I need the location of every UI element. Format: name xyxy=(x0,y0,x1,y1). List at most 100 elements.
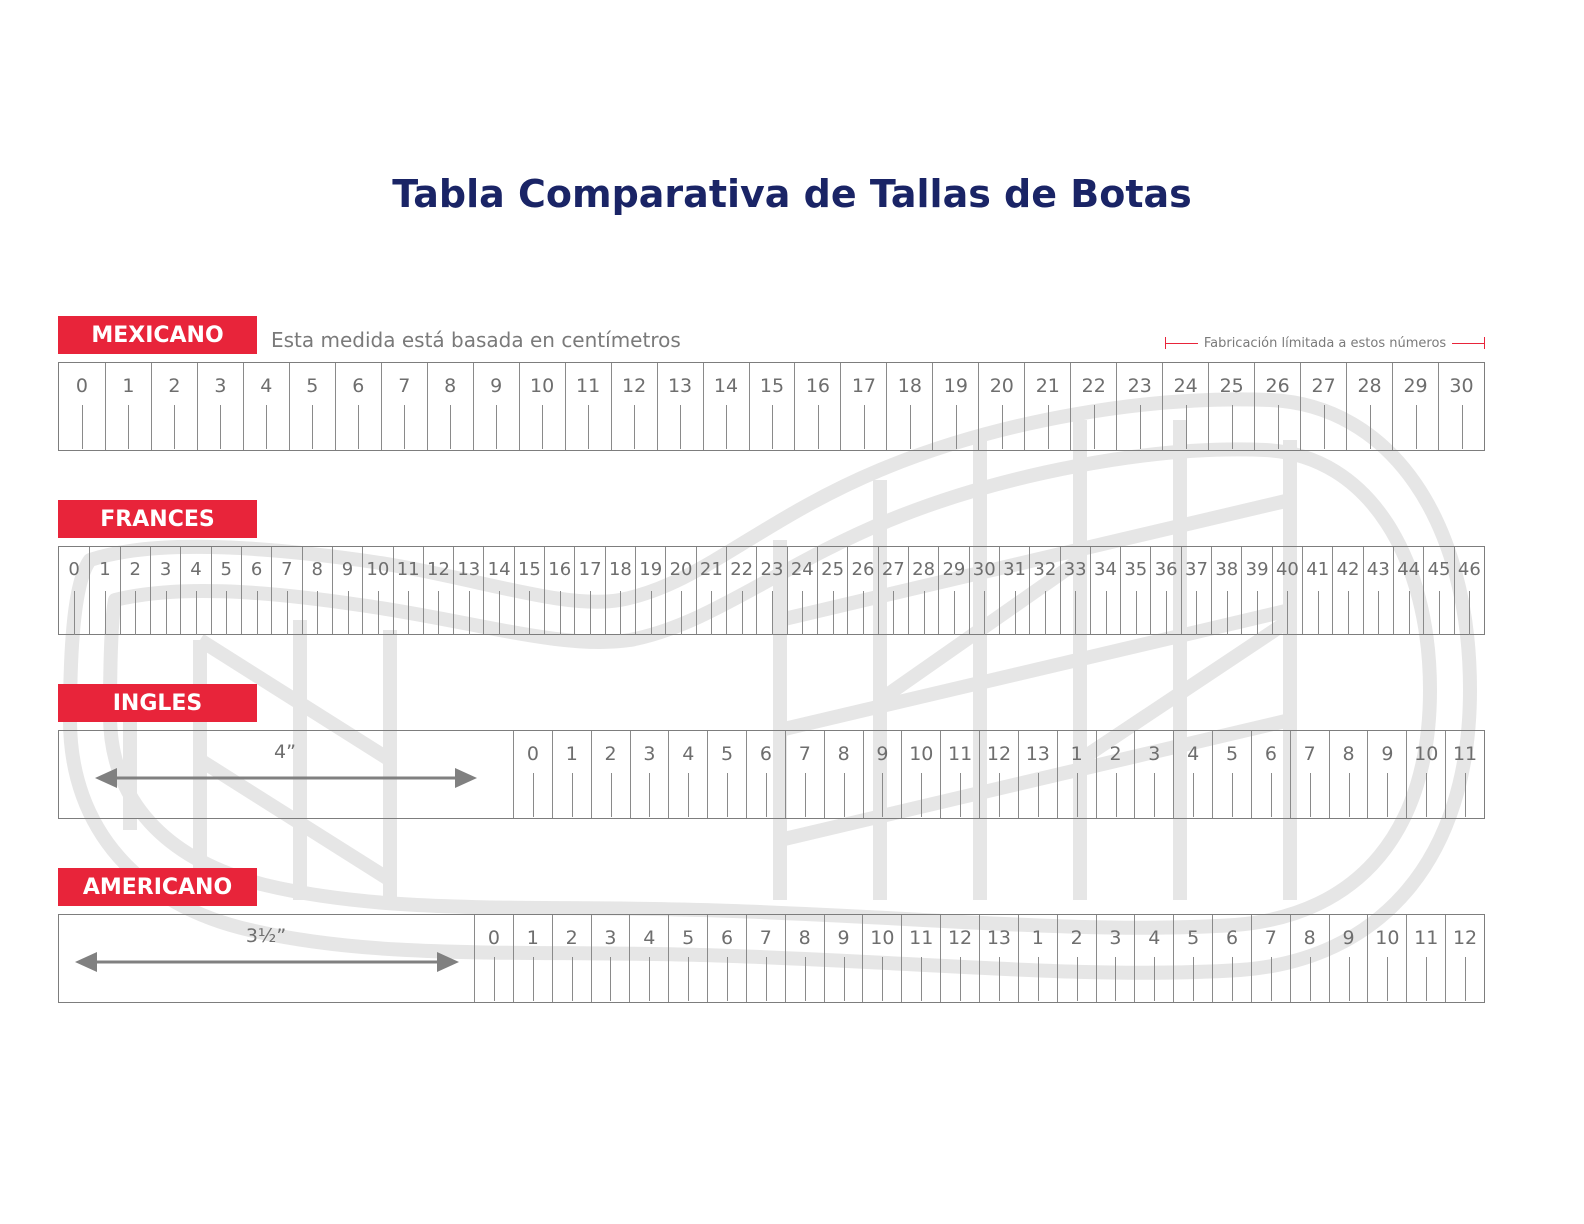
frances-tick xyxy=(104,591,106,635)
frances-tick xyxy=(408,591,410,635)
frances-size-cell: 9 xyxy=(331,547,362,635)
americano-size-number: 0 xyxy=(487,927,500,949)
frances-tick xyxy=(711,591,713,635)
frances-tick xyxy=(1378,591,1380,635)
ingles-size-number: 3 xyxy=(643,743,656,765)
mexicano-size-cell: 6 xyxy=(334,363,381,450)
ingles-size-number: 1 xyxy=(1070,743,1083,765)
ingles-tick xyxy=(649,773,651,817)
frances-size-number: 42 xyxy=(1336,559,1360,580)
mexicano-tick xyxy=(1185,405,1187,449)
frances-size-number: 6 xyxy=(250,559,263,580)
americano-size-cell: 0 xyxy=(474,915,513,1002)
ingles-tick xyxy=(882,773,884,817)
americano-size-cell: 2 xyxy=(551,915,591,1002)
frances-size-cell: 29 xyxy=(938,547,968,635)
frances-size-number: 12 xyxy=(427,559,450,580)
americano-size-cell: 3 xyxy=(1095,915,1135,1002)
frances-size-number: 14 xyxy=(487,559,511,580)
frances-size-number: 44 xyxy=(1397,559,1421,580)
fabricacion-limit-indicator: Fabricación límitada a estos números xyxy=(1165,334,1486,352)
ingles-tick xyxy=(960,773,962,817)
americano-size-number: 7 xyxy=(759,927,772,949)
frances-size-number: 13 xyxy=(457,559,481,580)
mexicano-tick xyxy=(542,405,544,449)
americano-size-cell: 3 xyxy=(590,915,630,1002)
ingles-size-cell: 7 xyxy=(1289,731,1329,818)
frances-size-cell: 46 xyxy=(1453,547,1484,635)
frances-tick xyxy=(347,591,349,635)
americano-tick xyxy=(1154,957,1156,1001)
mexicano-size-number: 18 xyxy=(897,375,922,397)
ingles-tick xyxy=(532,773,534,817)
ingles-offset-arrow xyxy=(95,768,477,788)
americano-size-cell: 11 xyxy=(1406,915,1445,1002)
mexicano-tick xyxy=(817,405,819,449)
mexicano-tick xyxy=(266,405,268,449)
mexicano-tick xyxy=(1323,405,1325,449)
mexicano-size-number: 19 xyxy=(943,375,968,397)
frances-size-cell: 42 xyxy=(1332,547,1362,635)
frances-size-cell: 39 xyxy=(1241,547,1271,635)
americano-size-number: 12 xyxy=(947,927,973,949)
frances-tick xyxy=(1257,591,1259,635)
americano-size-number: 8 xyxy=(1303,927,1316,949)
americano-size-cell: 10 xyxy=(862,915,901,1002)
mexicano-size-cell: 30 xyxy=(1438,363,1484,450)
frances-size-number: 3 xyxy=(159,559,172,580)
americano-tick xyxy=(1387,957,1389,1001)
mexicano-size-number: 3 xyxy=(214,375,227,397)
ingles-size-cell: 5 xyxy=(707,731,746,818)
mexicano-size-cell: 4 xyxy=(242,363,289,450)
frances-tick xyxy=(1287,591,1289,635)
frances-tick xyxy=(681,591,683,635)
frances-size-number: 17 xyxy=(578,559,602,580)
ingles-tick xyxy=(571,773,573,817)
frances-size-number: 1 xyxy=(99,559,111,580)
americano-tick xyxy=(1115,957,1117,1001)
ingles-size-cell: 2 xyxy=(590,731,630,818)
mexicano-tick xyxy=(1369,405,1371,449)
frances-size-cell: 12 xyxy=(422,547,453,635)
ingles-tick xyxy=(1309,773,1311,817)
mexicano-size-number: 20 xyxy=(989,375,1014,397)
frances-tick xyxy=(559,591,561,635)
ingles-size-cell: 4 xyxy=(668,731,707,818)
americano-size-cell: 9 xyxy=(1328,915,1368,1002)
frances-size-number: 8 xyxy=(311,559,323,580)
ingles-size-cell: 13 xyxy=(1017,731,1057,818)
ingles-size-number: 5 xyxy=(1225,743,1239,765)
mexicano-size-number: 27 xyxy=(1311,375,1336,397)
ingles-tick xyxy=(1387,773,1389,817)
frances-size-cell: 28 xyxy=(907,547,938,635)
americano-size-cell: 7 xyxy=(1250,915,1290,1002)
mexicano-size-number: 11 xyxy=(576,375,601,397)
mexicano-size-number: 30 xyxy=(1449,375,1474,397)
americano-tick xyxy=(998,957,1000,1001)
mexicano-size-cell: 25 xyxy=(1208,363,1254,450)
ingles-size-number: 9 xyxy=(876,743,889,765)
frances-size-cell: 23 xyxy=(756,547,786,635)
ingles-tick xyxy=(727,773,729,817)
americano-tick xyxy=(1309,957,1311,1001)
frances-size-number: 32 xyxy=(1033,559,1057,580)
ingles-size-number: 12 xyxy=(986,743,1012,765)
frances-size-number: 21 xyxy=(699,559,723,580)
frances-tick xyxy=(74,591,76,635)
ingles-size-number: 6 xyxy=(759,743,772,765)
frances-tick xyxy=(802,591,804,635)
frances-tick xyxy=(499,591,501,635)
ingles-tick xyxy=(1115,773,1117,817)
americano-tick xyxy=(726,957,728,1001)
ingles-size-number: 10 xyxy=(909,743,934,765)
frances-tick xyxy=(1166,591,1168,635)
frances-tick xyxy=(438,591,440,635)
frances-tick xyxy=(1408,591,1410,635)
americano-size-number: 9 xyxy=(837,927,850,949)
americano-tick xyxy=(688,957,690,1001)
ingles-size-cell: 2 xyxy=(1095,731,1135,818)
frances-size-number: 38 xyxy=(1215,559,1239,580)
mexicano-size-number: 10 xyxy=(530,375,555,397)
mexicano-size-cell: 11 xyxy=(564,363,611,450)
frances-size-cell: 13 xyxy=(453,547,483,635)
